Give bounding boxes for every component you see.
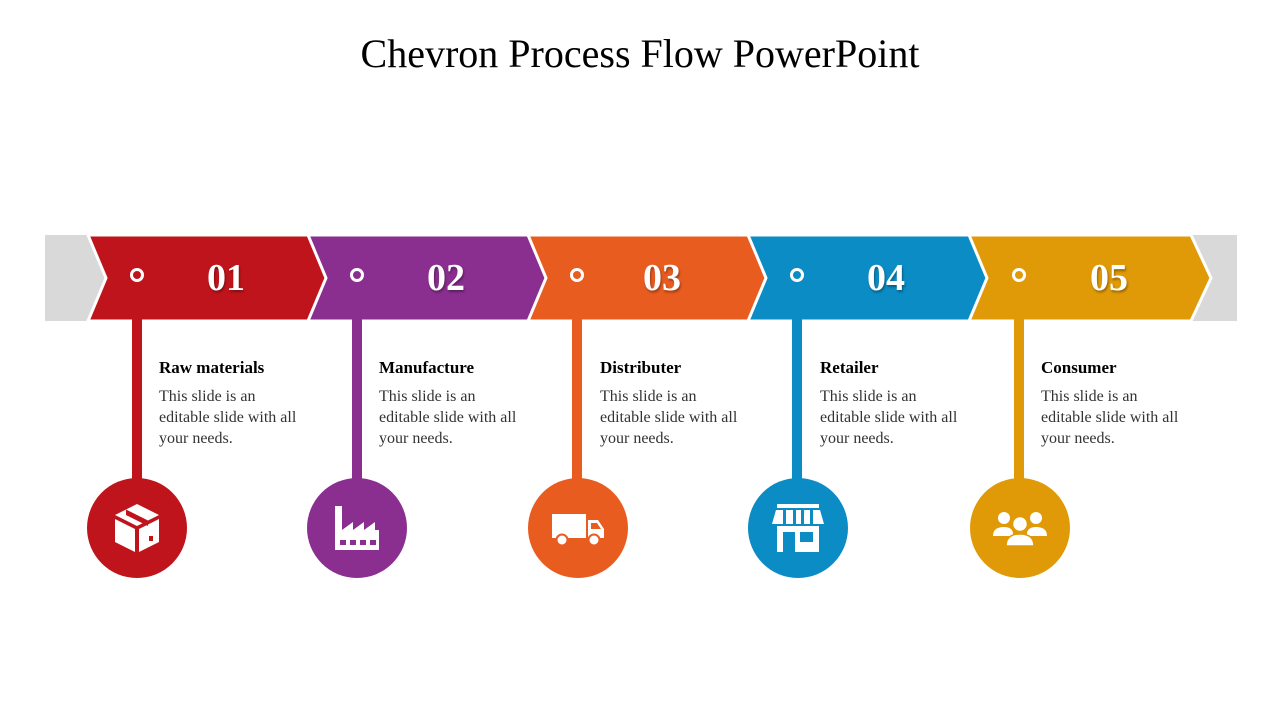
step-title-3: Distributer: [600, 358, 682, 377]
step-title-4: Retailer: [820, 358, 879, 377]
step-number: 02: [427, 257, 465, 299]
connector-stem-2: [352, 270, 362, 490]
people-icon: [993, 512, 1047, 547]
connector-stem-5: [1014, 270, 1024, 490]
chevron-shape: [966, 233, 1213, 323]
pin-hole-4: [790, 268, 804, 282]
icon-circle-1: [87, 478, 187, 578]
factory-icon: [335, 506, 379, 550]
step-number: 05: [1090, 257, 1128, 299]
step-description-2: This slide is an editable slide with all…: [379, 388, 517, 447]
truck-icon: [552, 514, 604, 547]
step-title-5: Consumer: [1041, 358, 1117, 377]
chevron-step-2: 02: [305, 233, 552, 323]
step-number: 03: [643, 257, 681, 299]
step-number: 04: [867, 257, 905, 299]
icon-circle-2: [307, 478, 407, 578]
chevron-step-4: 04: [745, 233, 992, 323]
slide-title: Chevron Process Flow PowerPoint: [360, 31, 920, 76]
chevron-step-3: 03: [525, 233, 772, 323]
icon-circle-4: [748, 478, 848, 578]
connector-stem-3: [572, 270, 582, 490]
step-number: 01: [207, 257, 245, 299]
chevron-step-1: 01: [85, 233, 332, 323]
chevron-step-5: 05: [966, 233, 1213, 323]
step-description-1: This slide is an editable slide with all…: [159, 388, 297, 447]
icon-circle-3: [528, 478, 628, 578]
step-description-4: This slide is an editable slide with all…: [820, 388, 958, 447]
icon-circle-5: [970, 478, 1070, 578]
pin-hole-2: [350, 268, 364, 282]
connector-stem-4: [792, 270, 802, 490]
pin-hole-5: [1012, 268, 1026, 282]
store-icon: [772, 504, 824, 552]
connector-stem-1: [132, 270, 142, 490]
step-title-2: Manufacture: [379, 358, 475, 377]
pin-hole-1: [130, 268, 144, 282]
pin-hole-3: [570, 268, 584, 282]
box-icon: [115, 504, 159, 552]
step-description-3: This slide is an editable slide with all…: [600, 388, 738, 447]
step-description-5: This slide is an editable slide with all…: [1041, 388, 1179, 447]
step-title-1: Raw materials: [159, 358, 265, 377]
